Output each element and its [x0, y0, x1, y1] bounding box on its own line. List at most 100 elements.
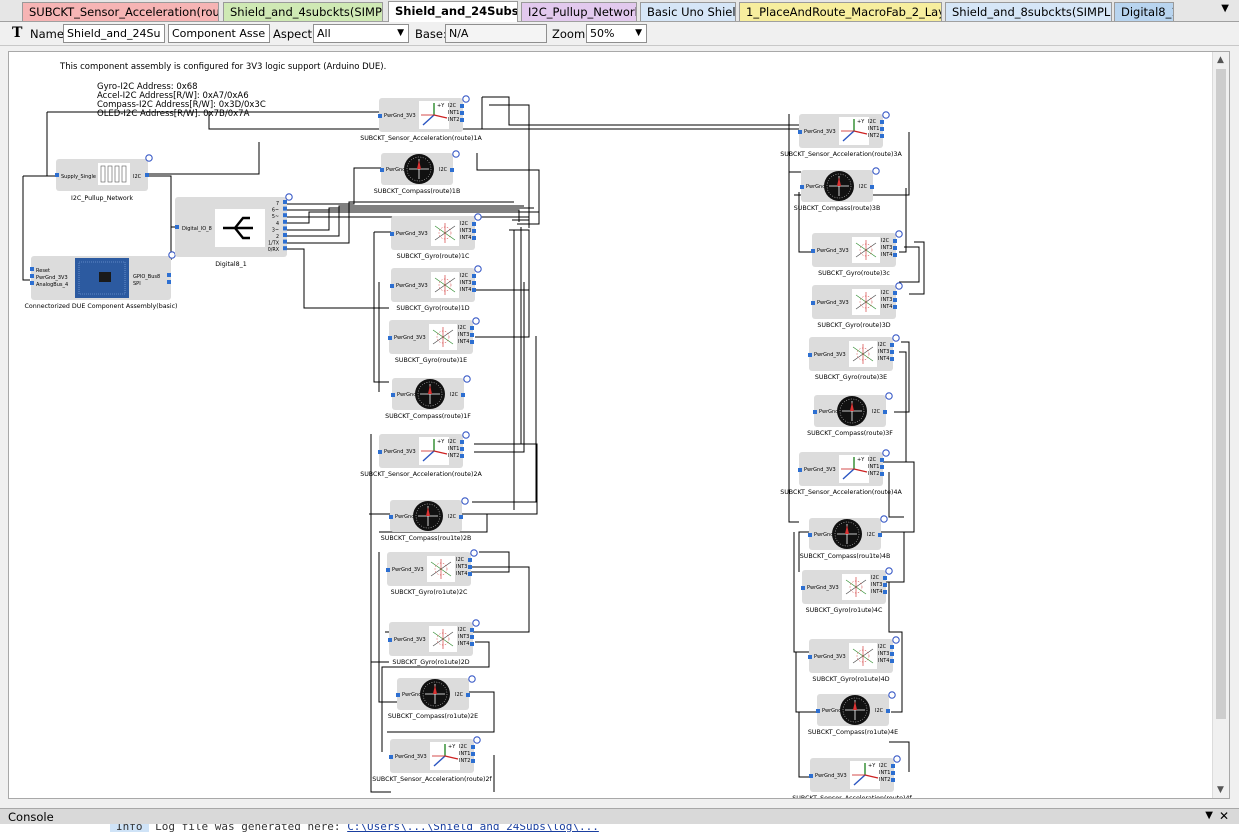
- console-log-link[interactable]: C:\Users\...\Shield_and_24Subs\log\...: [347, 824, 599, 832]
- aspect-select[interactable]: All ▼: [313, 24, 409, 43]
- tab-list-dropdown-icon[interactable]: ▼: [1221, 3, 1229, 14]
- tab-shield-and-8subckts-simple[interactable]: Shield_and_8subckts(SIMPLE): [945, 2, 1112, 21]
- port-label-int3: INT3: [460, 228, 471, 234]
- subckt-subckt-gyro-route-3e[interactable]: PwrGnd_3V3I2CINT3INT4SUBCKT_Gyro(route)3…: [808, 334, 900, 381]
- port-pin: [396, 693, 400, 697]
- wire: [476, 153, 540, 225]
- wire: [208, 112, 799, 130]
- port-pin: [470, 635, 474, 639]
- subckt-label: SUBCKT_Compass(ro1ute)2E: [388, 713, 478, 720]
- subckt-subckt-gyro-route-1c[interactable]: PwrGnd_3V3I2CINT3INT4SUBCKT_Gyro(route)1…: [390, 213, 482, 260]
- subckt-subckt-gyro-ro1ute-4d[interactable]: PwrGnd_3V3I2CINT3INT4SUBCKT_Gyro(ro1ute)…: [808, 636, 900, 683]
- port-label-int4: INT4: [878, 658, 889, 664]
- wire: [464, 551, 510, 573]
- scroll-up-icon[interactable]: ▲: [1217, 55, 1224, 65]
- port-label-i2c: I2C: [875, 708, 884, 714]
- port-label-pwrgnd: PwrGnd_3V3: [815, 773, 847, 779]
- revision-badge-icon: [472, 619, 480, 627]
- subckt-label: SUBCKT_Gyro(route)1D: [396, 305, 469, 312]
- console-close-icon[interactable]: ✕: [1218, 809, 1229, 823]
- wire: [387, 691, 495, 733]
- subckt-subckt-gyro-route-3d[interactable]: PwrGnd_3V3I2CINT3INT4SUBCKT_Gyro(route)3…: [811, 282, 903, 329]
- subckt-subckt-sensor-acceleration-route-4f[interactable]: PwrGnd_3V3+YI2CINT1INT2SUBCKT_Sensor_Acc…: [792, 755, 913, 798]
- tab-shield-and-4subckts-simple[interactable]: Shield_and_4subckts(SIMPLE): [223, 2, 383, 21]
- tab-digital8-1[interactable]: Digital8_1: [1114, 2, 1174, 21]
- console-menu-icon[interactable]: ▼: [1205, 810, 1213, 821]
- subckt-label: SUBCKT_Gyro(ro1ute)2D: [392, 659, 469, 666]
- port-label-pwrgnd: PwrGnd: [806, 184, 825, 190]
- port-pin: [461, 393, 465, 397]
- port-pin: [890, 659, 894, 663]
- revision-badge-icon: [885, 567, 893, 575]
- subckt-subckt-gyro-ro1ute-4c[interactable]: PwrGnd_3V3I2CINT3INT4SUBCKT_Gyro(ro1ute)…: [801, 567, 893, 614]
- name-label: Name:: [30, 27, 68, 41]
- port-pin: [470, 340, 474, 344]
- gyro-axes-icon: [431, 272, 459, 298]
- port-pin: [283, 206, 287, 211]
- port-label-i2c: I2C: [868, 119, 877, 125]
- port-label-int4: INT4: [460, 235, 471, 241]
- zoom-select[interactable]: 50% ▼: [586, 24, 647, 43]
- revision-badge-icon: [145, 154, 153, 162]
- vertical-scrollbar[interactable]: ▲ ▼: [1212, 52, 1229, 798]
- tab-shield-and-24subs[interactable]: Shield_and_24Subs✕: [388, 1, 518, 22]
- text-tool-icon[interactable]: T: [12, 25, 23, 41]
- port-pin: [378, 114, 382, 118]
- scrollbar-thumb[interactable]: [1216, 69, 1226, 719]
- subckt-subckt-gyro-route-1e[interactable]: PwrGnd_3V3I2CINT3INT4SUBCKT_Gyro(route)1…: [388, 317, 480, 364]
- port-label-supply: Supply_Single: [61, 174, 96, 180]
- revision-badge-icon: [882, 449, 890, 457]
- port-label-int3: INT3: [878, 651, 889, 657]
- subckt-subckt-gyro-route-1d[interactable]: PwrGnd_3V3I2CINT3INT4SUBCKT_Gyro(route)1…: [390, 265, 482, 312]
- revision-badge-icon: [895, 282, 903, 290]
- tab-label: Shield_and_24Subs: [395, 4, 518, 18]
- base-input[interactable]: [445, 24, 547, 43]
- port-label-int1: INT1: [448, 446, 459, 452]
- tab-1-placeandroute-macrofab-2-layer[interactable]: 1_PlaceAndRoute_MacroFab_2_Layer: [739, 2, 942, 21]
- revision-badge-icon: [872, 167, 880, 175]
- tab-subckt-sensor-acceleration-route[interactable]: SUBCKT_Sensor_Acceleration(route): [22, 2, 219, 21]
- subckt-subckt-gyro-ro1ute-2d[interactable]: PwrGnd_3V3I2CINT3INT4SUBCKT_Gyro(ro1ute)…: [388, 619, 480, 666]
- component-type-input[interactable]: [168, 24, 270, 43]
- wire: [888, 472, 904, 518]
- port-label-i2c: I2C: [448, 514, 457, 520]
- port-pin: [145, 173, 149, 177]
- port-pin: [891, 778, 895, 782]
- port-pin: [890, 645, 894, 649]
- subckt-subckt-gyro-ro1ute-2c[interactable]: PwrGnd_3V3I2CINT3INT4SUBCKT_Gyro(ro1ute)…: [386, 549, 478, 596]
- subckt-subckt-gyro-route-3c[interactable]: PwrGnd_3V3I2CINT3INT4SUBCKT_Gyro(route)3…: [811, 230, 903, 277]
- arduino-due-block[interactable]: ResetPwrGnd_3V3AnalogBus_4GPIO_Bus8SPICo…: [24, 251, 178, 310]
- wire: [788, 114, 799, 523]
- tab-basic-uno-shield[interactable]: Basic Uno Shield: [640, 2, 736, 21]
- aspect-label: Aspect:: [273, 27, 316, 41]
- resistor-icon: [100, 165, 106, 183]
- port-label-int1: INT1: [868, 464, 879, 470]
- compass-icon: [415, 379, 445, 409]
- port-label-pwrgnd: PwrGnd: [814, 532, 833, 538]
- wire: [909, 241, 925, 295]
- chevron-down-icon: ▼: [397, 28, 404, 38]
- tab-i2c-pullup-network[interactable]: I2C_Pullup_Network: [521, 2, 637, 21]
- port-label-i2c: I2C: [455, 692, 464, 698]
- name-input[interactable]: [63, 24, 165, 43]
- due-board-icon: [75, 258, 129, 298]
- port-pin: [890, 350, 894, 354]
- scroll-down-icon[interactable]: ▼: [1217, 785, 1224, 795]
